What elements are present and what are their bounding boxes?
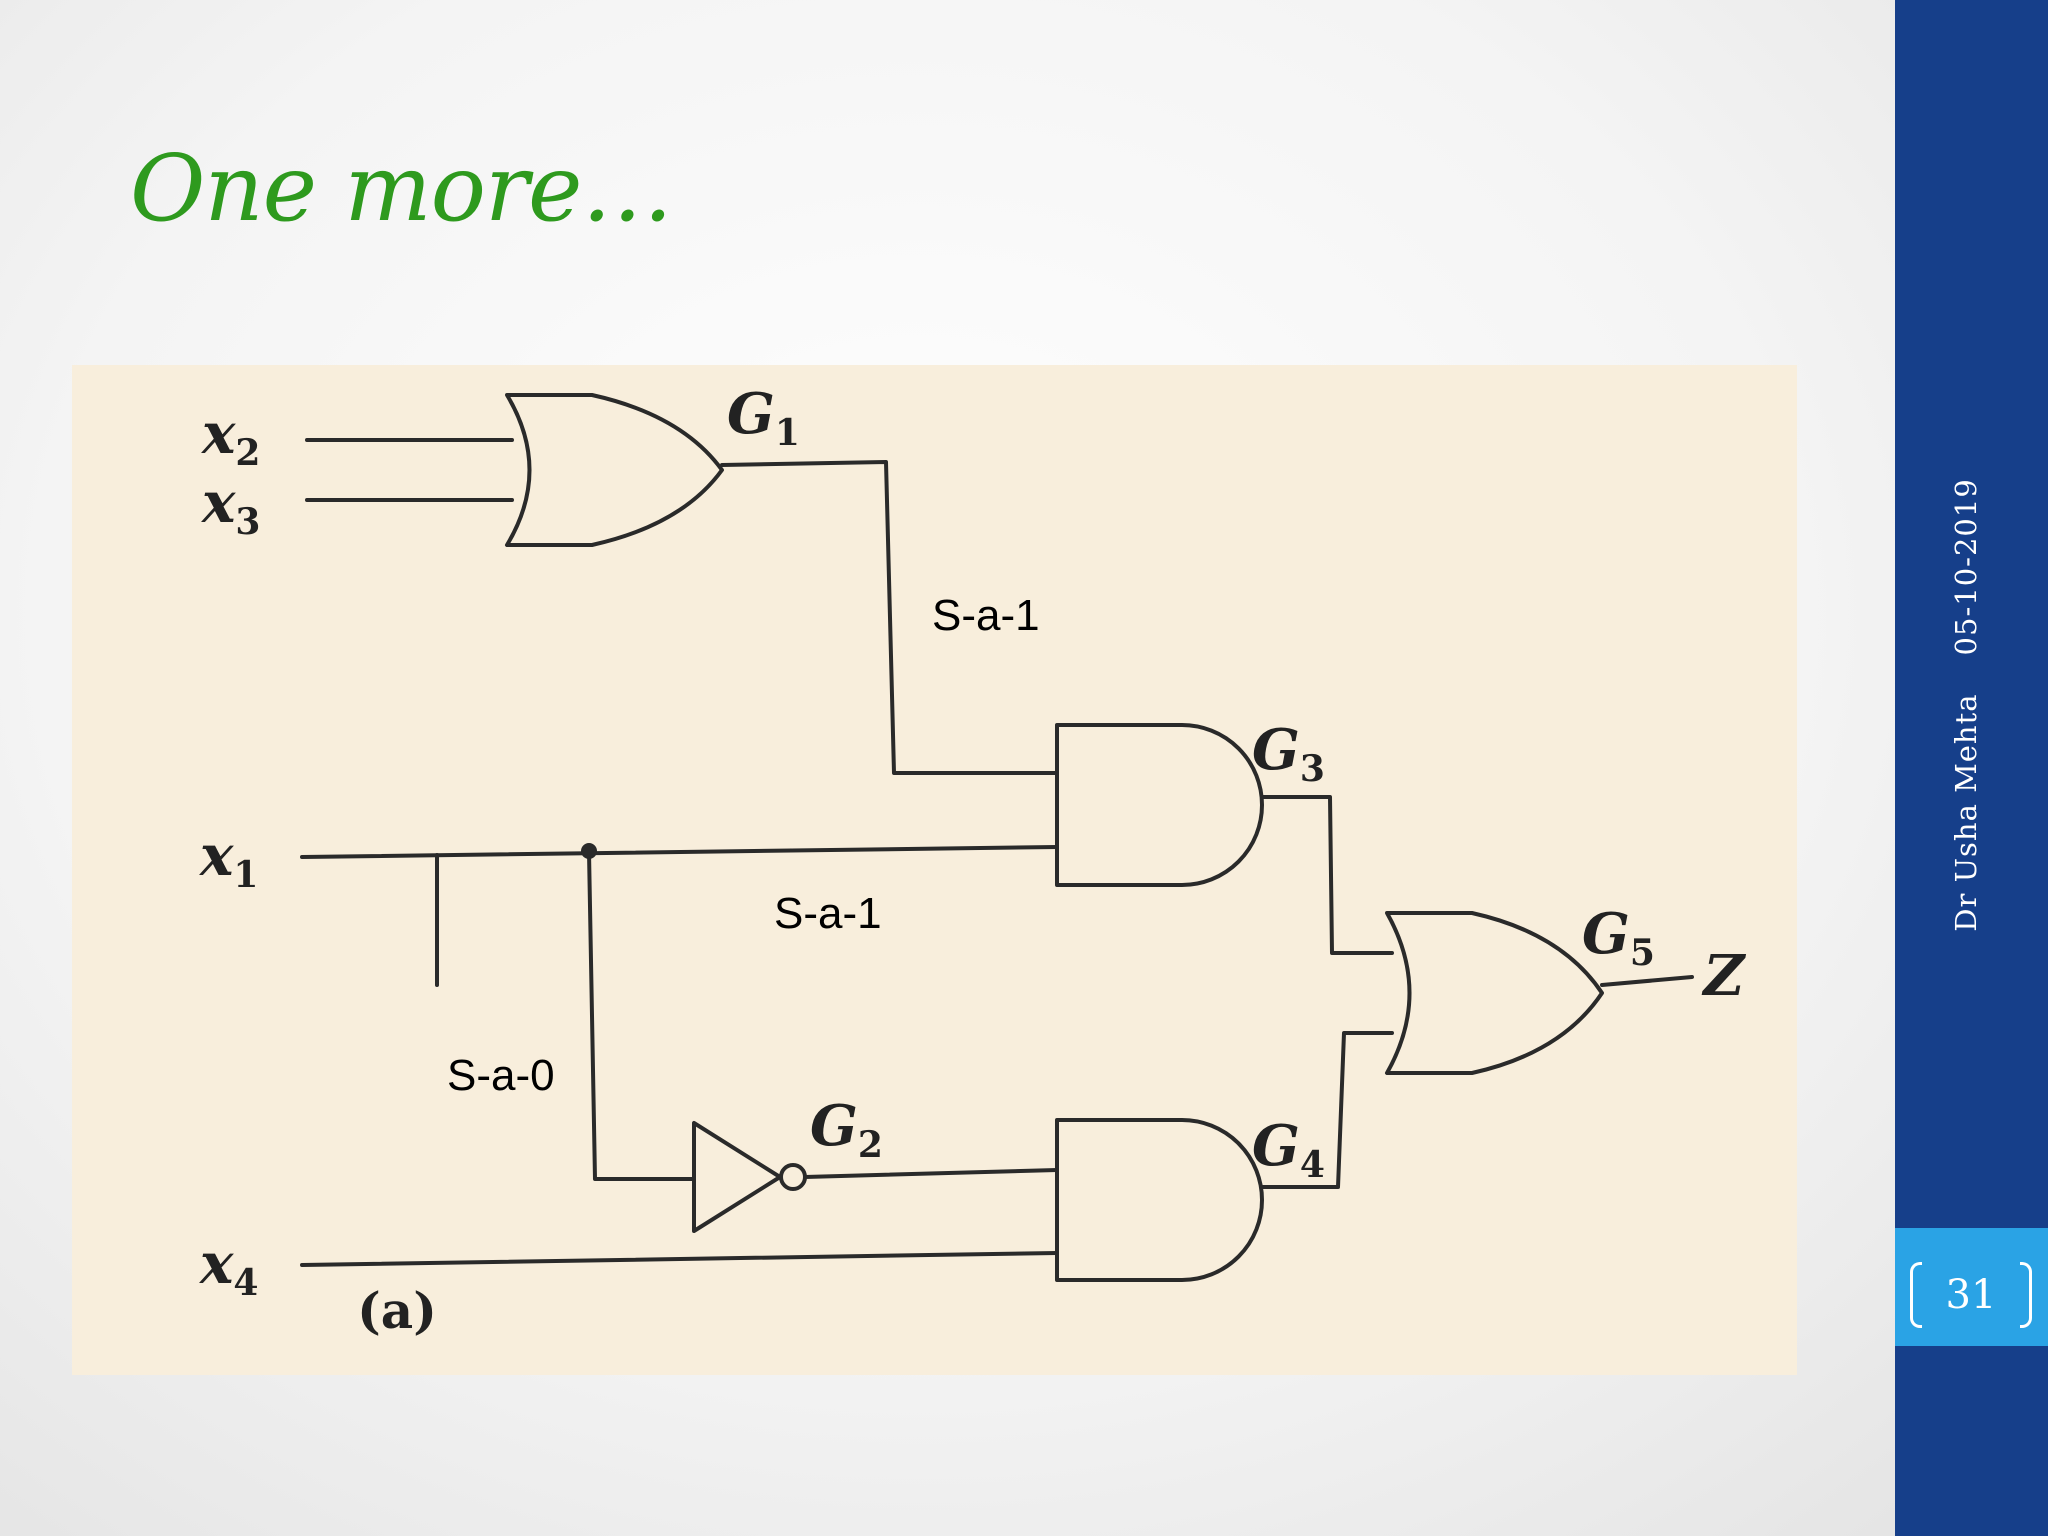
bracket-right [2020, 1262, 2032, 1328]
fault-label-x1-branch: S-a-0 [447, 1051, 555, 1100]
or-gate-g1 [505, 393, 724, 547]
slide-title: One more… [130, 135, 673, 242]
wire-x1-g2 [587, 850, 696, 1181]
label-x2: x2 [201, 401, 260, 474]
label-x3: x3 [201, 470, 260, 543]
footer-vertical-text: Dr Usha Mehta 05-10-2019 [1949, 478, 1983, 932]
bracket-left [1910, 1262, 1922, 1328]
circuit-diagram: x2 x3 x1 x4 G1 G2 G3 G4 G5 Z S-a-1 S-a-1… [72, 365, 1797, 1375]
and-gate-g3 [1055, 723, 1264, 887]
not-gate-g2 [692, 1121, 782, 1233]
date-label: 05-10-2019 [1949, 478, 1983, 656]
figure-background [72, 365, 1797, 1375]
wire-x1 [300, 845, 1059, 859]
circuit-svg: x2 x3 x1 x4 G1 G2 G3 G4 G5 Z S-a-1 S-a-1… [72, 365, 1797, 1375]
label-g2: G2 [810, 1093, 883, 1166]
label-g5: G5 [1582, 901, 1655, 974]
figure-caption: (a) [357, 1281, 437, 1340]
fault-label-g1-output: S-a-1 [932, 591, 1040, 640]
wire-x4 [300, 1251, 1059, 1267]
and-gate-g4 [1055, 1118, 1264, 1282]
junction-dot [581, 843, 597, 859]
wire-g2-g4 [803, 1168, 1059, 1179]
label-output-z: Z [1702, 943, 1747, 1009]
page-number: 31 [1910, 1262, 2032, 1328]
label-g1: G1 [727, 381, 800, 454]
label-g4: G4 [1252, 1113, 1325, 1186]
or-gate-g5 [1385, 911, 1604, 1075]
wire-g4-g5 [1260, 1031, 1394, 1189]
page-number-text: 31 [1945, 1272, 1997, 1318]
label-x1: x1 [199, 823, 258, 896]
label-g3: G3 [1252, 717, 1325, 790]
author-label: Dr Usha Mehta [1949, 693, 1983, 932]
fault-label-x1-line: S-a-1 [774, 889, 882, 938]
label-x4: x4 [199, 1231, 258, 1304]
wire-output-z [1600, 975, 1694, 987]
wire-g1-g3 [720, 460, 1059, 775]
wire-g3-g5 [1260, 795, 1394, 955]
